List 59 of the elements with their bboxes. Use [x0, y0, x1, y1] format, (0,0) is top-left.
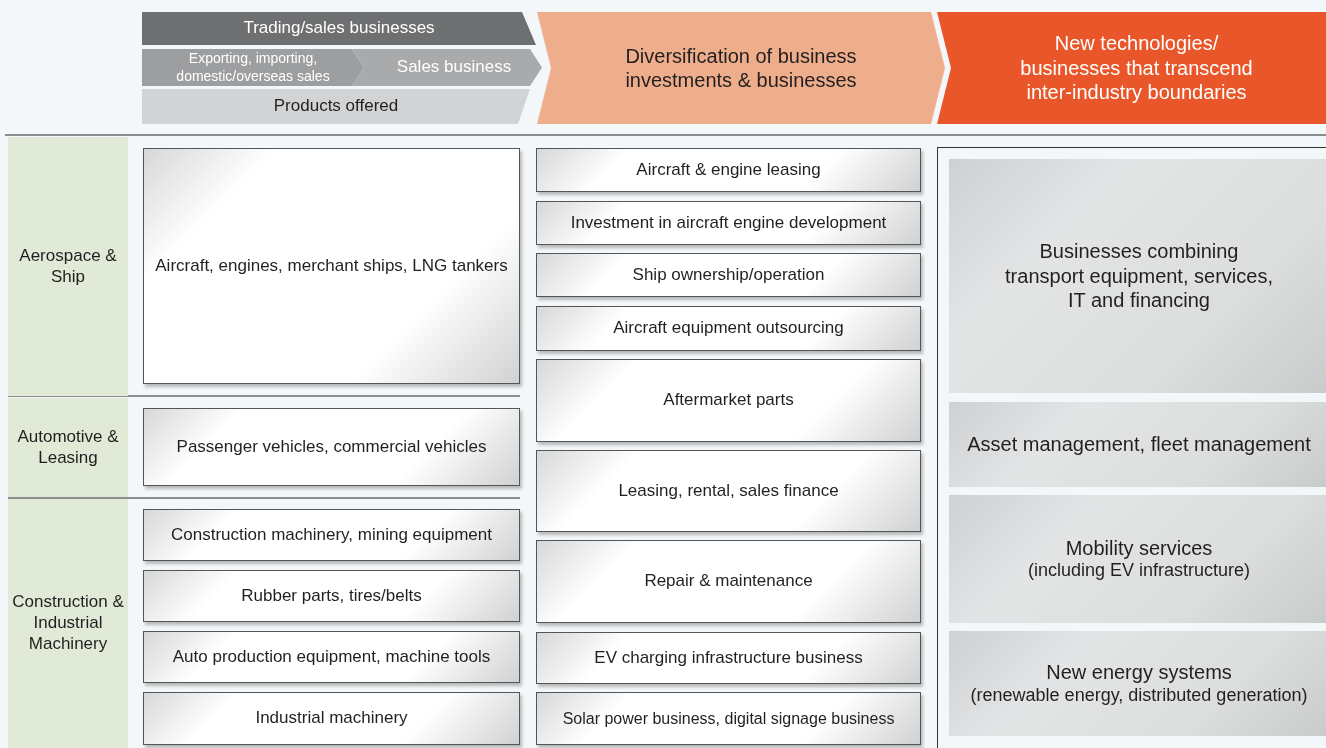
product-box [143, 509, 520, 561]
product-box [143, 570, 520, 622]
node-label: Leasing, rental, sales finance [617, 480, 840, 502]
node-label: Aftermarket parts [662, 390, 795, 411]
business-box [536, 632, 921, 684]
node-label: Construction & Industrial Machinery [11, 592, 125, 655]
node-label: Automotive & Leasing [16, 426, 120, 469]
stage-header [937, 12, 1326, 124]
node-label: EV charging infrastructure business [593, 647, 864, 669]
node-label: Diversification of business investments & businesses [624, 43, 858, 93]
business-box [536, 201, 921, 245]
stage-header [142, 89, 530, 124]
business-box [536, 359, 921, 442]
node-label: Aircraft & engine leasing [635, 159, 822, 181]
node-note: (renewable energy, distributed generation) [969, 684, 1309, 707]
node-label: Repair & maintenance [643, 571, 814, 592]
business-panel [949, 159, 1326, 393]
business-panel [949, 495, 1326, 623]
node-label: Rubber parts, tires/belts [240, 585, 423, 607]
node-label: Construction machinery, mining equipment [170, 524, 493, 546]
node-label: Exporting, importing, domestic/overseas sales [175, 50, 331, 85]
node-label: Sales business [395, 57, 513, 78]
category-band [8, 499, 128, 748]
category-band [8, 398, 128, 497]
node-label: Aerospace & Ship [18, 245, 118, 288]
node-label: Mobility services [1064, 535, 1214, 561]
node-label: New technologies/ businesses that transcend inter-industry boundaries [1019, 31, 1254, 105]
node-label: Solar power business, digital signage business [561, 708, 896, 729]
stage-header [537, 12, 945, 124]
node-label: New energy systems [1045, 660, 1233, 685]
product-box [143, 408, 520, 486]
panel-outline [937, 147, 1326, 748]
product-box [143, 148, 520, 384]
node-label: Businesses combining transport equipment, services, IT and financing [1004, 239, 1274, 313]
node-label: Trading/sales businesses [242, 18, 436, 39]
node-label: Products offered [272, 96, 400, 117]
business-box [536, 692, 921, 745]
node-label: Aircraft, engines, merchant ships, LNG tankers [154, 255, 509, 277]
node-label: Aircraft equipment outsourcing [612, 318, 845, 339]
product-box [143, 692, 520, 745]
stage-header [142, 12, 536, 45]
business-panel [949, 402, 1326, 487]
business-box [536, 450, 921, 532]
business-box [536, 306, 921, 351]
business-box [536, 148, 921, 192]
node-label: Ship ownership/operation [631, 264, 826, 286]
node-label: Passenger vehicles, commercial vehicles [175, 436, 488, 458]
business-panel [949, 631, 1326, 736]
product-box [143, 631, 520, 683]
stage-header [142, 49, 364, 86]
stage-header [352, 49, 542, 86]
node-label: Investment in aircraft engine development [569, 212, 888, 234]
business-box [536, 253, 921, 297]
node-note: (including EV infrastructure) [1026, 560, 1252, 583]
node-label: Industrial machinery [254, 708, 409, 729]
business-box [536, 540, 921, 623]
node-label: Auto production equipment, machine tools [171, 646, 492, 668]
node-label: Asset management, fleet management [966, 432, 1312, 457]
category-band [8, 137, 128, 396]
